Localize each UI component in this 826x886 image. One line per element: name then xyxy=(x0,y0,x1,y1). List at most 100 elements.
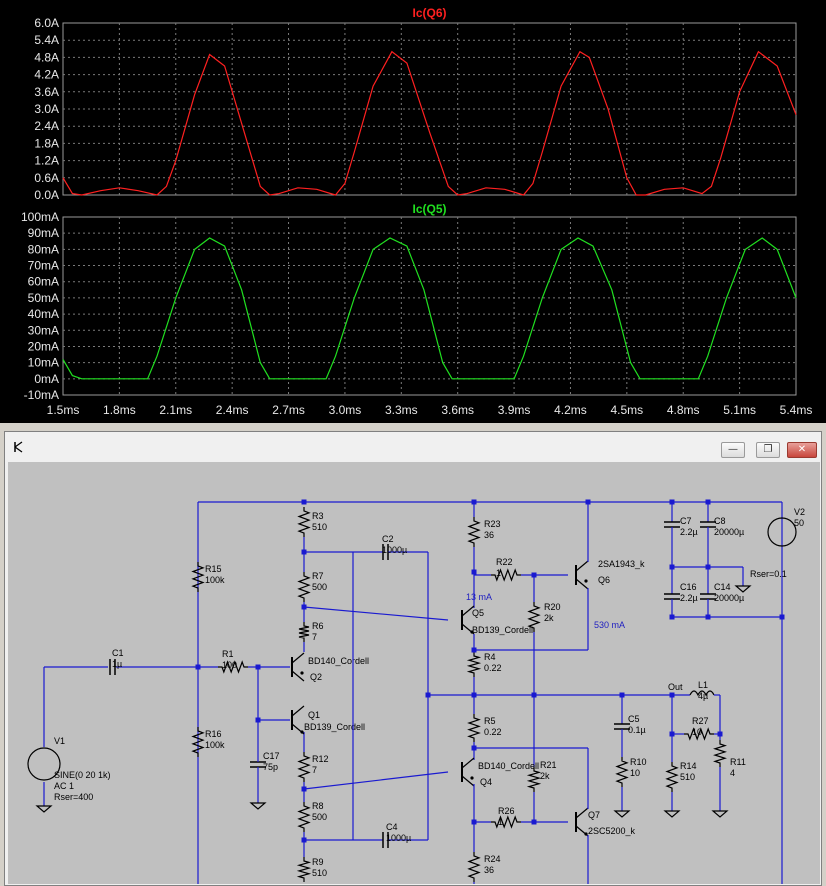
r3-resistor[interactable] xyxy=(297,507,311,537)
q5-transistor-arrow xyxy=(470,630,474,634)
r16-resistor[interactable] xyxy=(191,727,205,757)
r26-resistor[interactable] xyxy=(491,815,521,829)
plot-title: Ic(Q5) xyxy=(412,202,446,216)
q6-transistor-c xyxy=(575,560,589,572)
value-r6: 7 xyxy=(312,632,317,642)
label-c1: C1 xyxy=(112,648,124,658)
r14-resistor[interactable] xyxy=(665,762,679,792)
label-r22: R22 xyxy=(496,557,513,567)
r12-resistor[interactable] xyxy=(297,752,311,782)
r4-resistor[interactable] xyxy=(466,652,482,677)
r27-resistor[interactable] xyxy=(684,727,714,741)
y-tick-label: 6.0A xyxy=(34,16,59,30)
q5-transistor-c xyxy=(461,605,475,617)
label-c17: C17 xyxy=(263,751,280,761)
junction-dot xyxy=(705,614,711,620)
label-r27: R27 xyxy=(692,716,709,726)
y-tick-label: 10mA xyxy=(28,356,59,370)
junction-dot xyxy=(669,614,675,620)
label-q1: Q1 xyxy=(308,710,320,720)
r6-resistor[interactable] xyxy=(298,622,310,642)
value-r23: 36 xyxy=(484,530,494,540)
y-tick-label: 1.8A xyxy=(34,136,59,150)
l1-inductor[interactable] xyxy=(689,690,715,697)
y-tick-label: 4.8A xyxy=(34,50,59,64)
y-tick-label: 60mA xyxy=(28,275,59,289)
label-r15: R15 xyxy=(205,564,222,574)
r15-resistor[interactable] xyxy=(191,562,205,592)
r8-resistor[interactable] xyxy=(297,802,311,832)
label-c14: C14 xyxy=(714,582,731,592)
schematic-canvas[interactable]: C11µR15100kR16100kR1100C1775pR3510R7500R… xyxy=(8,462,820,884)
schematic-titlebar[interactable]: — ❐ ✕ xyxy=(5,432,821,462)
v2-source-icon[interactable] xyxy=(767,517,797,547)
trace-icq5[interactable] xyxy=(62,237,797,380)
r20-resistor[interactable] xyxy=(527,602,541,632)
trace-icq6[interactable] xyxy=(62,50,797,196)
schematic-app-icon xyxy=(14,441,23,453)
label-r3: R3 xyxy=(312,511,324,521)
r9-resistor[interactable] xyxy=(296,857,312,882)
r1-resistor[interactable] xyxy=(218,660,248,674)
r5-resistor[interactable] xyxy=(467,714,481,742)
ground-icon xyxy=(249,802,267,810)
value-c7: 2.2µ xyxy=(680,527,698,537)
y-tick-label: 40mA xyxy=(28,307,59,321)
y-tick-label: 4.2A xyxy=(34,68,59,82)
plot-title: Ic(Q6) xyxy=(412,6,446,20)
value-c2: 1000µ xyxy=(382,545,407,555)
r23-resistor[interactable] xyxy=(467,517,481,547)
value-r26: 1 xyxy=(498,817,503,827)
junction-dot xyxy=(471,499,477,505)
label-r20: R20 xyxy=(544,602,561,612)
value-c17: 75p xyxy=(263,762,278,772)
label-r24: R24 xyxy=(484,854,501,864)
y-tick-label: 70mA xyxy=(28,259,59,273)
current-annotation-q6: 530 mA xyxy=(594,620,625,630)
value-r10: 10 xyxy=(630,768,640,778)
r7-resistor[interactable] xyxy=(297,572,311,602)
label-c16: C16 xyxy=(680,582,697,592)
value-r15: 100k xyxy=(205,575,225,585)
y-tick-label: 0.0A xyxy=(34,188,59,202)
r24-resistor[interactable] xyxy=(467,852,481,882)
close-button[interactable]: ✕ xyxy=(787,442,817,458)
label-v1-ac: AC 1 xyxy=(54,781,74,791)
v1-source-icon[interactable] xyxy=(27,747,61,781)
value-r1: 100 xyxy=(222,660,237,670)
label-q7: Q7 xyxy=(588,810,600,820)
x-tick-label: 3.0ms xyxy=(329,403,362,417)
r10-resistor[interactable] xyxy=(615,757,629,787)
label-c5: C5 xyxy=(628,714,640,724)
value-r22: 1 xyxy=(496,568,501,578)
label-q2: Q2 xyxy=(310,672,322,682)
y-tick-label: 50mA xyxy=(28,291,59,305)
r21-resistor[interactable] xyxy=(526,767,542,792)
waveform-plot[interactable]: 6.0A5.4A4.8A4.2A3.6A3.0A2.4A1.8A1.2A0.6A… xyxy=(0,0,826,423)
q7-transistor-c xyxy=(575,807,589,819)
y-tick-label: 3.6A xyxy=(34,85,59,99)
label-q2-model: BD140_Cordell xyxy=(308,656,369,666)
label-r9: R9 xyxy=(312,857,324,867)
value-r8: 500 xyxy=(312,812,327,822)
label-q6-model: 2SA1943_k xyxy=(598,559,645,569)
schematic-background xyxy=(8,462,820,884)
r22-resistor[interactable] xyxy=(491,568,521,582)
junction-dot xyxy=(531,692,537,698)
minimize-button[interactable]: — xyxy=(721,442,745,458)
q2-transistor-e xyxy=(291,670,305,682)
q4-transistor-e xyxy=(461,775,475,787)
restore-button[interactable]: ❐ xyxy=(756,442,780,458)
y-tick-label: 30mA xyxy=(28,323,59,337)
r11-resistor[interactable] xyxy=(713,740,727,767)
value-r14: 510 xyxy=(680,772,695,782)
y-tick-label: 2.4A xyxy=(34,119,59,133)
ground-icon xyxy=(35,805,53,813)
current-annotation-q5: 13 mA xyxy=(466,592,492,602)
value-r16: 100k xyxy=(205,740,225,750)
y-tick-label: 1.2A xyxy=(34,154,59,168)
value-c16: 2.2µ xyxy=(680,593,698,603)
label-q7-model: 2SC5200_k xyxy=(588,826,636,836)
